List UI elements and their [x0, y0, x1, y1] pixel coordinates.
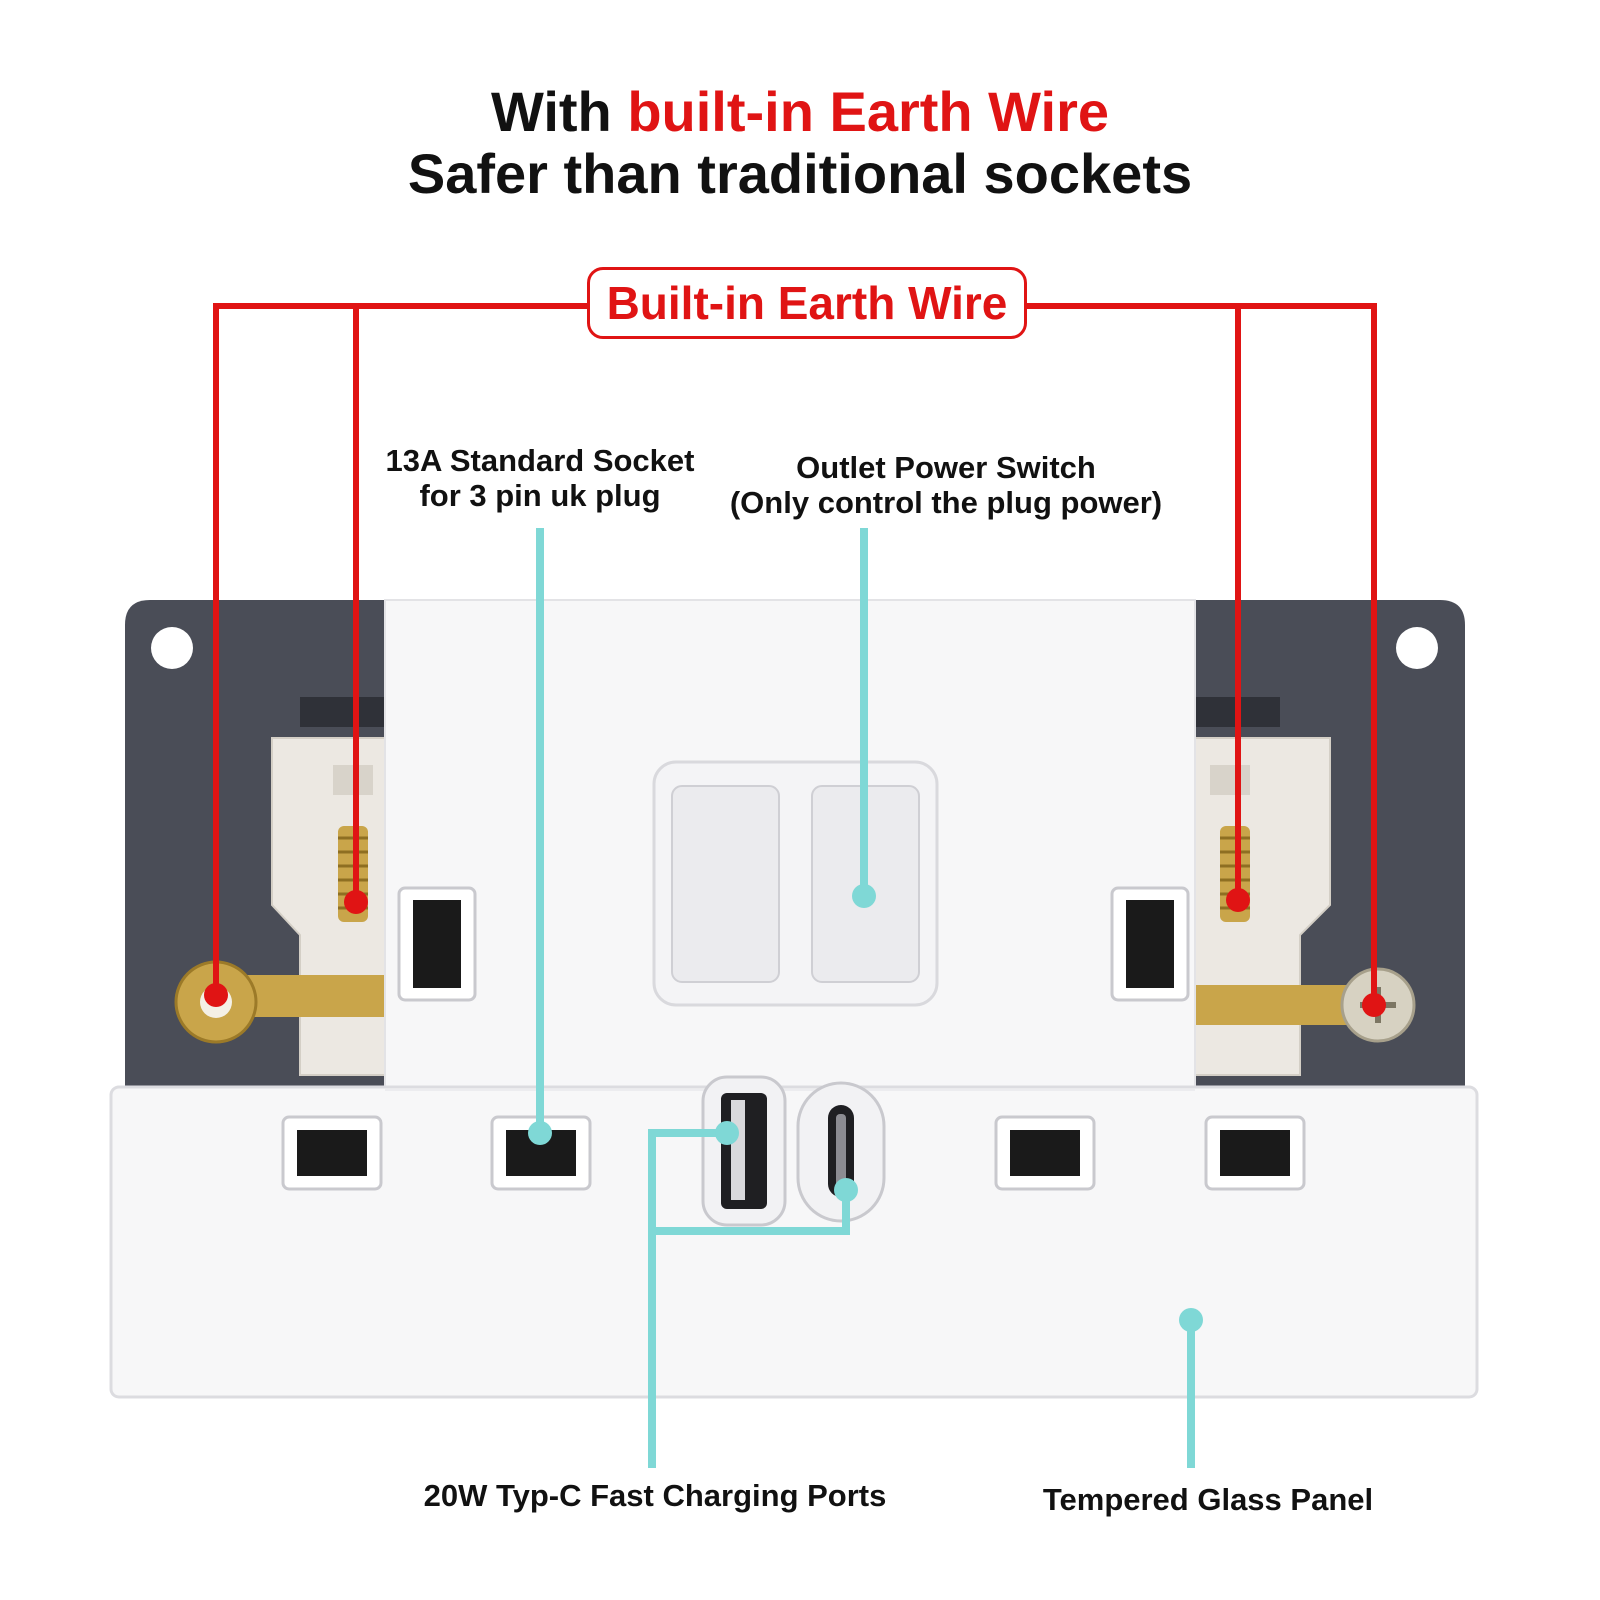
socket-marker — [528, 1121, 552, 1145]
panel-marker — [1179, 1308, 1203, 1332]
earth-marker-left-ring — [204, 983, 228, 1007]
switch-callout-line-2: (Only control the plug power) — [729, 485, 1163, 520]
headline-highlight: built-in Earth Wire — [627, 80, 1110, 143]
left-mount-hole — [151, 627, 193, 669]
pin-slot-4 — [1204, 1115, 1306, 1191]
earth-wire-callout-lines — [213, 303, 1377, 1005]
usb-a-port — [701, 1075, 787, 1227]
socket-front-panel — [109, 599, 1479, 1399]
earth-wire-callout: Built-in Earth Wire — [587, 267, 1027, 339]
socket-callout-line-2: for 3 pin uk plug — [419, 478, 661, 513]
left-earth-strap — [238, 975, 385, 1017]
left-rocker-switch[interactable] — [671, 785, 780, 983]
switch-housing — [652, 760, 939, 1007]
headline-line-1: With built-in Earth Wire — [0, 84, 1600, 140]
left-backplate — [125, 600, 386, 1090]
headline-prefix: With — [490, 80, 628, 143]
switch-marker — [852, 884, 876, 908]
pin-slot-2 — [490, 1115, 592, 1191]
charging-ports-callout: 20W Typ-C Fast Charging Ports — [423, 1478, 887, 1513]
earth-marker-left-terminal — [344, 890, 368, 914]
earth-marker-right-terminal — [1226, 888, 1250, 912]
earth-marker-right-screw — [1362, 993, 1386, 1017]
usb-c-marker — [834, 1178, 858, 1202]
glass-panel-callout: Tempered Glass Panel — [1042, 1482, 1374, 1517]
feature-callout-lines — [536, 528, 1195, 1468]
pin-slot-1 — [281, 1115, 383, 1191]
switch-callout-line-1: Outlet Power Switch — [796, 450, 1096, 485]
switch-callout: Outlet Power Switch (Only control the pl… — [706, 450, 1186, 520]
usb-a-marker — [715, 1121, 739, 1145]
earth-pin-slot-right — [1110, 886, 1190, 1002]
socket-callout-line-1: 13A Standard Socket — [385, 443, 695, 478]
headline-line-2: Safer than traditional sockets — [407, 142, 1193, 205]
tempered-glass-panel — [109, 1085, 1479, 1399]
socket-callout: 13A Standard Socket for 3 pin uk plug — [360, 443, 720, 513]
right-mount-hole — [1396, 627, 1438, 669]
earth-pin-slot-left — [397, 886, 477, 1002]
usb-c-port — [796, 1081, 886, 1223]
pin-slot-3 — [994, 1115, 1096, 1191]
